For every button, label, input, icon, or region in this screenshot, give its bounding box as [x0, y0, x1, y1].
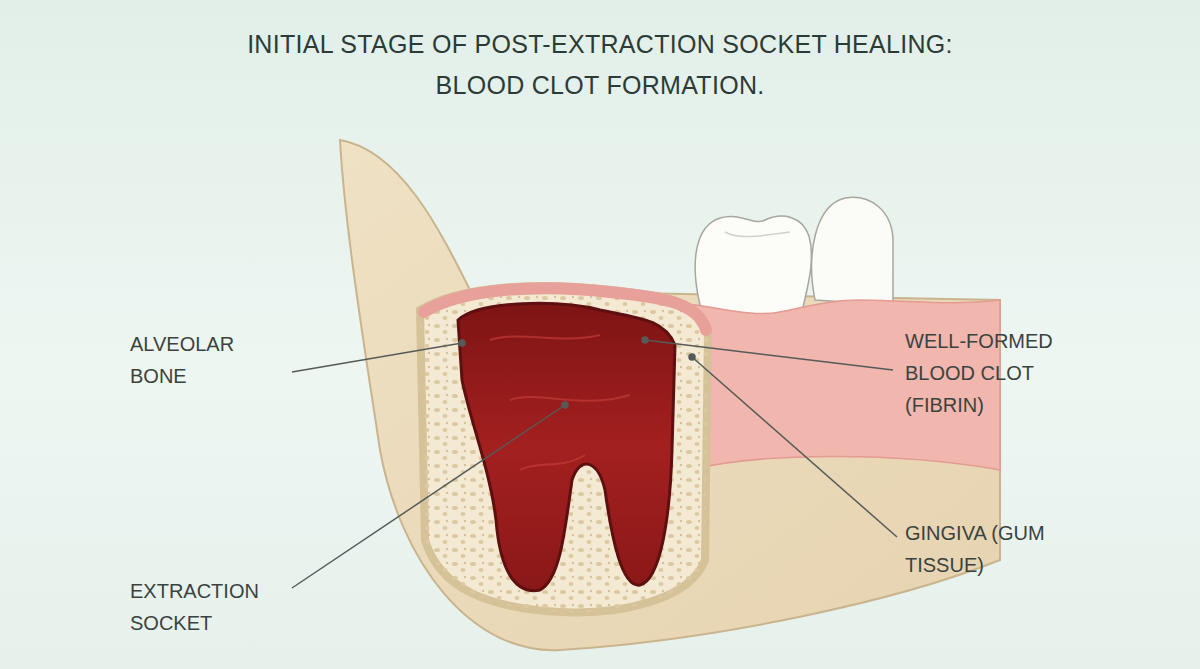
leader-dot [642, 337, 648, 343]
leader-dot [689, 354, 695, 360]
leader-line [292, 343, 462, 372]
socket-clot [458, 303, 675, 590]
leader-dot [459, 340, 465, 346]
part-label: GINGIVA (GUM TISSUE) [905, 517, 1045, 581]
part-label: WELL-FORMED BLOOD CLOT (FIBRIN) [905, 325, 1085, 421]
leader-lines [292, 337, 897, 588]
molar-crown [812, 197, 893, 305]
molar-crown [695, 216, 811, 317]
clot-highlight [490, 335, 630, 470]
bone-cross-section [420, 286, 708, 612]
leader-line [292, 405, 565, 588]
cancellous-bone [420, 286, 708, 612]
part-label: EXTRACTION SOCKET [130, 575, 290, 639]
leader-dot [562, 402, 568, 408]
diagram-title: INITIAL STAGE OF POST-EXTRACTION SOCKET … [205, 24, 995, 106]
part-label: ALVEOLAR BONE [130, 328, 290, 392]
molar-groove [725, 232, 790, 237]
mandible-bone [340, 140, 1000, 650]
leader-line [692, 357, 897, 537]
leader-line [645, 340, 893, 370]
